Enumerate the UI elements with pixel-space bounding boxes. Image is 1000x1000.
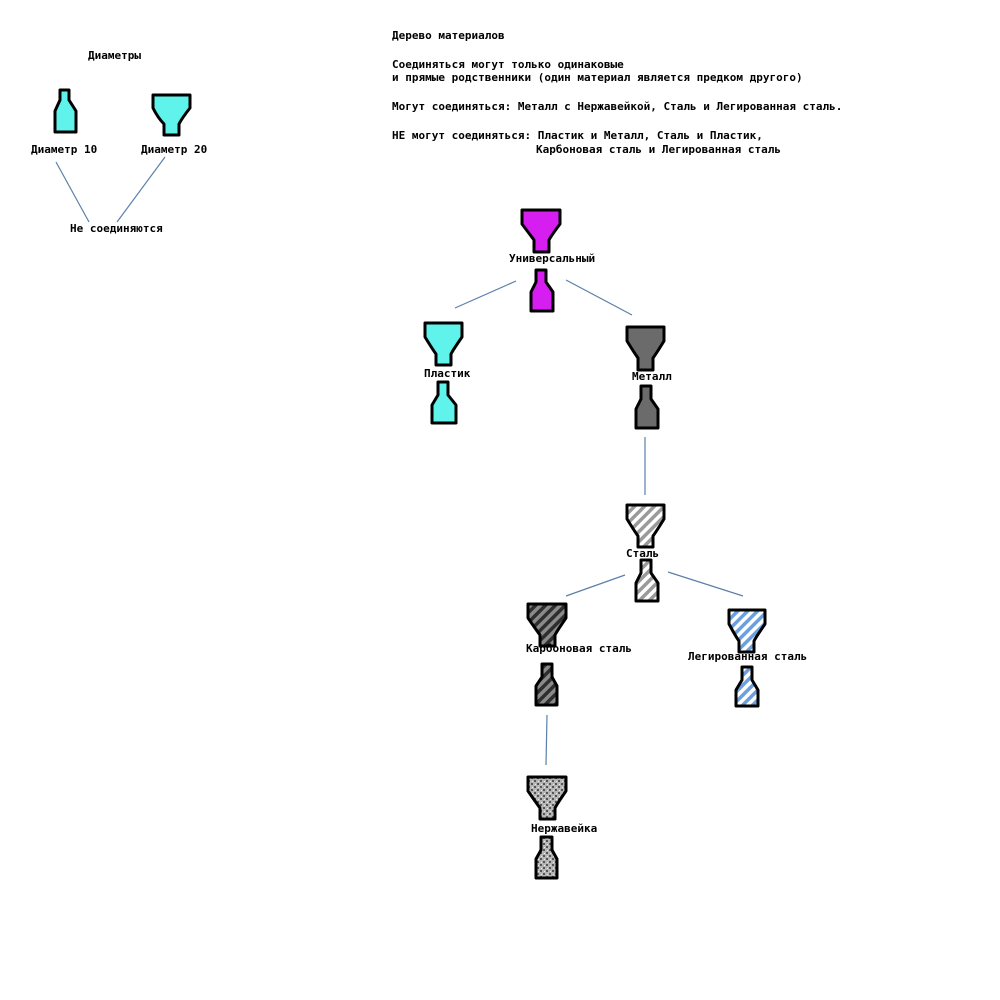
node-alloy-steel: Легированная сталь <box>688 608 807 708</box>
node-carbon-steel: Карбоновая сталь <box>526 602 632 707</box>
alloy-plug-icon <box>734 665 760 708</box>
steel-label: Сталь <box>626 547 659 560</box>
carbon-socket-icon <box>526 602 568 648</box>
steel-socket-icon <box>625 503 666 549</box>
alloy-socket-icon <box>727 608 767 654</box>
diameter-20-label: Диаметр 20 <box>141 143 207 156</box>
carbon-plug-icon <box>534 662 559 707</box>
diameter-10-icon <box>53 88 78 134</box>
plastic-socket-icon <box>423 321 464 367</box>
notes-line-1: Соединяться могут только одинаковые <box>392 58 624 71</box>
node-universal: Универсальный <box>509 208 595 313</box>
stainless-socket-icon <box>526 775 568 821</box>
edge-steel-carbon <box>565 574 626 597</box>
notes-line-5: Карбоновая сталь и Легированная сталь <box>536 143 781 156</box>
edge-universal-plastic <box>454 280 517 309</box>
legend-edge-left <box>55 161 90 223</box>
node-steel: Сталь <box>625 503 666 603</box>
node-plastic: Пластик <box>423 321 471 425</box>
legend-edge-right <box>116 156 166 223</box>
notes-line-2: и прямые родственники (один материал явл… <box>392 71 803 84</box>
universal-plug-icon <box>529 268 555 313</box>
notes-line-3: Могут соединяться: Металл с Нержавейкой,… <box>392 100 842 113</box>
notes-line-4: НЕ могут соединяться: Пластик и Металл, … <box>392 129 763 142</box>
node-metal: Металл <box>625 325 672 430</box>
edge-universal-metal <box>565 279 633 316</box>
steel-plug-icon <box>634 558 660 603</box>
no-connect-label: Не соединяются <box>70 222 163 235</box>
alloy-label: Легированная сталь <box>688 650 807 663</box>
stainless-label: Нержавейка <box>531 822 597 835</box>
universal-label: Универсальный <box>509 252 595 265</box>
metal-socket-icon <box>625 325 666 372</box>
notes-title: Дерево материалов <box>392 29 505 42</box>
carbon-label: Карбоновая сталь <box>526 642 632 655</box>
universal-socket-icon <box>520 208 562 254</box>
metal-plug-icon <box>634 384 660 430</box>
metal-label: Металл <box>632 370 672 383</box>
diameter-20-icon <box>151 93 192 137</box>
node-stainless: Нержавейка <box>526 775 597 880</box>
edge-carbon-stainless <box>545 714 548 766</box>
legend-title: Диаметры <box>88 49 141 62</box>
edge-steel-alloy <box>667 571 744 597</box>
plastic-plug-icon <box>430 380 458 425</box>
stainless-plug-icon <box>534 835 559 880</box>
plastic-label: Пластик <box>424 367 471 380</box>
diameter-10-label: Диаметр 10 <box>31 143 97 156</box>
